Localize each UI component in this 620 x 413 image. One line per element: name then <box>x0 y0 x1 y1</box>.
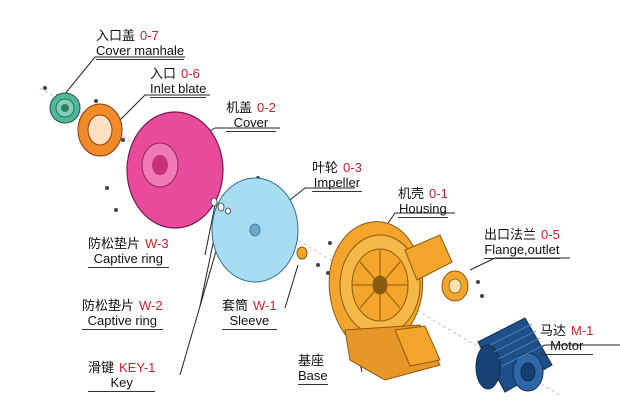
label-housing-en: Housing <box>398 201 448 218</box>
leader-inlet-blate <box>119 94 210 121</box>
housing-part <box>328 221 453 356</box>
leader-cover-manhale <box>59 56 185 101</box>
leader-flange <box>469 257 570 271</box>
label-cover-code: 0-2 <box>257 100 276 115</box>
label-flange-outlet-en: Flange,outlet <box>484 242 560 259</box>
label-key-en: Key <box>88 375 156 392</box>
label-captive-ring-w3-code: W-3 <box>145 236 169 251</box>
label-cover-en: Cover <box>226 115 276 132</box>
label-impeller-en: Impeller <box>312 175 362 192</box>
flange-outlet-part <box>441 270 469 302</box>
assembly-axis-line <box>39 87 561 396</box>
label-inlet-blate-code: 0-6 <box>181 66 200 81</box>
label-captive-ring-w2-cn: 防松垫片 <box>82 298 135 313</box>
label-captive-ring-w2: 防松垫片 W-2 Captive ring <box>82 298 163 330</box>
label-flange-outlet-code: 0-5 <box>541 227 560 242</box>
sleeve-part <box>296 246 308 260</box>
label-motor-en: Motor <box>540 338 594 355</box>
label-captive-ring-w3-cn: 防松垫片 <box>88 236 141 251</box>
label-housing-code: 0-1 <box>429 186 448 201</box>
label-inlet-blate-en: Inlet blate <box>150 81 207 98</box>
label-cover-manhale-en: Cover manhale <box>96 43 185 60</box>
label-base-cn: 基座 <box>298 353 325 368</box>
leader-impeller <box>289 187 355 201</box>
label-base: 基座 Base <box>298 353 328 385</box>
label-captive-ring-w3: 防松垫片 W-3 Captive ring <box>88 236 169 268</box>
leader-captive-w3 <box>204 204 216 256</box>
label-flange-outlet: 出口法兰 0-5 Flange,outlet <box>484 227 560 259</box>
label-sleeve: 套筒 W-1 Sleeve <box>222 298 277 330</box>
label-impeller-cn: 叶轮 <box>312 160 339 175</box>
motor-part <box>475 317 553 393</box>
label-cover-manhale: 入口盖 0-7 Cover manhale <box>96 28 185 60</box>
label-captive-ring-w2-en: Captive ring <box>82 313 163 330</box>
label-impeller-code: 0-3 <box>343 160 362 175</box>
label-cover: 机盖 0-2 Cover <box>226 100 276 132</box>
label-motor-code: M-1 <box>571 323 594 338</box>
label-housing: 机壳 0-1 Housing <box>398 186 448 218</box>
label-sleeve-en: Sleeve <box>222 313 277 330</box>
label-inlet-blate-cn: 入口 <box>150 66 177 81</box>
label-motor-cn: 马达 <box>540 323 567 338</box>
base-part <box>344 324 441 381</box>
label-flange-outlet-cn: 出口法兰 <box>484 227 537 242</box>
label-cover-manhale-cn: 入口盖 <box>96 28 136 43</box>
label-cover-manhale-code: 0-7 <box>140 28 159 43</box>
label-inlet-blate: 入口 0-6 Inlet blate <box>150 66 207 98</box>
leader-sleeve <box>284 264 299 309</box>
label-captive-ring-w2-code: W-2 <box>139 298 163 313</box>
captive-ring-w3-part <box>210 197 218 207</box>
impeller-part <box>211 177 299 283</box>
cover-manhale-part <box>49 92 81 124</box>
label-key-code: KEY-1 <box>119 360 156 375</box>
label-sleeve-code: W-1 <box>253 298 277 313</box>
key-part <box>225 207 231 215</box>
label-housing-cn: 机壳 <box>398 186 425 201</box>
label-base-en: Base <box>298 368 328 385</box>
label-captive-ring-w3-en: Captive ring <box>88 251 169 268</box>
inlet-blate-part <box>77 103 123 157</box>
label-key: 滑键 KEY-1 Key <box>88 360 156 392</box>
label-impeller: 叶轮 0-3 Impeller <box>312 160 362 192</box>
cover-part <box>126 111 224 229</box>
label-key-cn: 滑键 <box>88 360 115 375</box>
label-sleeve-cn: 套筒 <box>222 298 249 313</box>
captive-ring-w2-part <box>217 202 225 212</box>
label-cover-cn: 机盖 <box>226 100 253 115</box>
label-motor: 马达 M-1 Motor <box>540 323 594 355</box>
